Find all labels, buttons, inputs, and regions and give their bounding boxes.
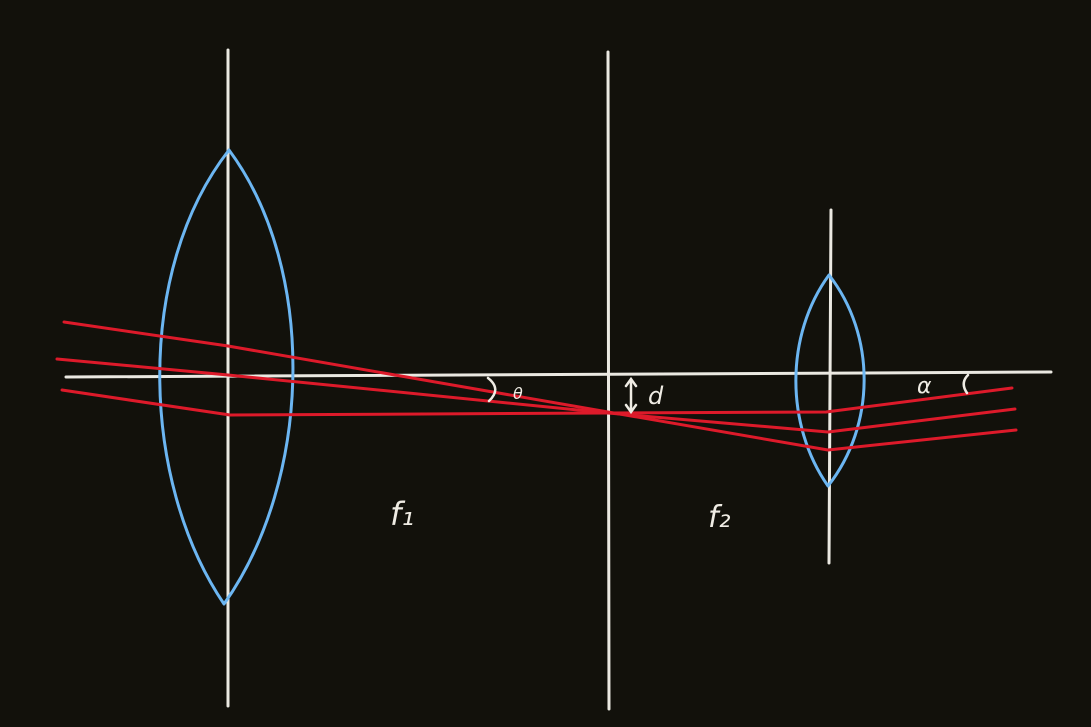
theta-arc bbox=[486, 376, 497, 403]
ray-top bbox=[62, 320, 1018, 452]
ray-bundle bbox=[55, 320, 1018, 452]
alpha-arc bbox=[962, 373, 970, 395]
f1-label: f₁ bbox=[390, 495, 414, 533]
focal-plane bbox=[606, 50, 611, 711]
d-arrow-icon bbox=[624, 376, 638, 415]
f2-label: f₂ bbox=[708, 500, 731, 535]
ray-middle bbox=[55, 357, 1017, 434]
d-label: d bbox=[648, 382, 664, 410]
alpha-label: α bbox=[917, 374, 932, 399]
lens2 bbox=[794, 273, 866, 488]
theta-label: θ bbox=[513, 384, 523, 403]
lens2-plane bbox=[827, 208, 833, 565]
ray-bottom bbox=[60, 386, 1014, 417]
lens1 bbox=[158, 148, 295, 606]
